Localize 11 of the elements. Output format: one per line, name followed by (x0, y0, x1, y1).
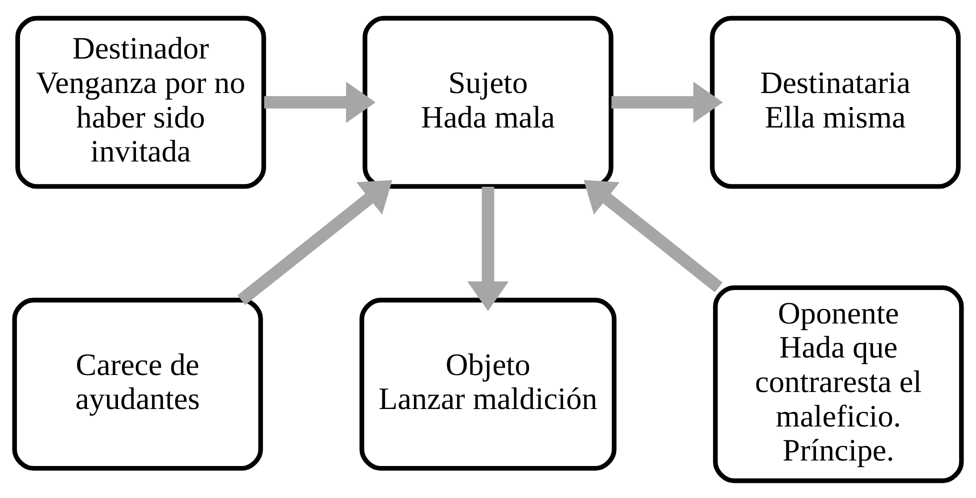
arrow (237, 180, 392, 304)
node-box: Destinataria Ella misma (710, 15, 961, 188)
arrow (611, 81, 723, 123)
node-box: Destinador Venganza por no haber sido invitada (15, 15, 266, 188)
arrow (584, 180, 722, 292)
arrow (264, 81, 376, 123)
arrow (467, 186, 509, 310)
node-box: Objeto Lanzar maldición (360, 297, 616, 470)
node-box: Sujeto Hada mala (362, 15, 614, 188)
node-box: Carece de ayudantes (12, 297, 263, 470)
node-box: Oponente Hada que contraresta el maleficio. Príncipe. (713, 284, 964, 483)
